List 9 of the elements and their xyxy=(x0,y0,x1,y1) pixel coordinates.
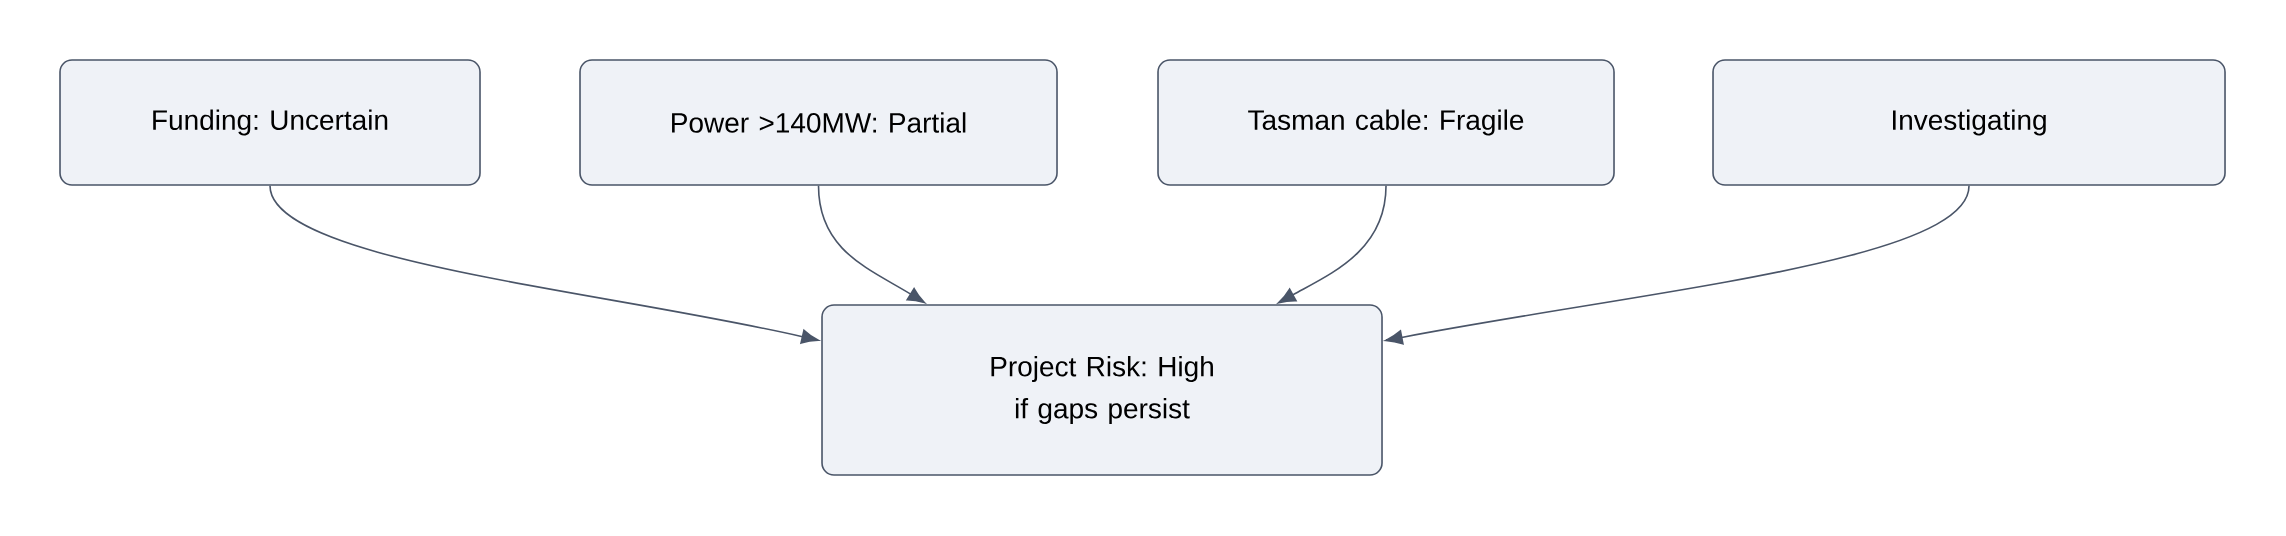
process-box: Funding: Uncertain xyxy=(59,59,481,186)
process-box: Power >140MW: Partial xyxy=(579,59,1058,186)
process-box: Tasman cable: Fragile xyxy=(1157,59,1615,186)
process-box: Project Risk: High if gaps persist xyxy=(821,304,1383,476)
arrow xyxy=(1277,185,1387,304)
arrow xyxy=(269,185,819,344)
process-box: Investigating xyxy=(1712,59,2226,186)
arrow xyxy=(817,185,926,304)
arrow xyxy=(1385,185,1970,345)
